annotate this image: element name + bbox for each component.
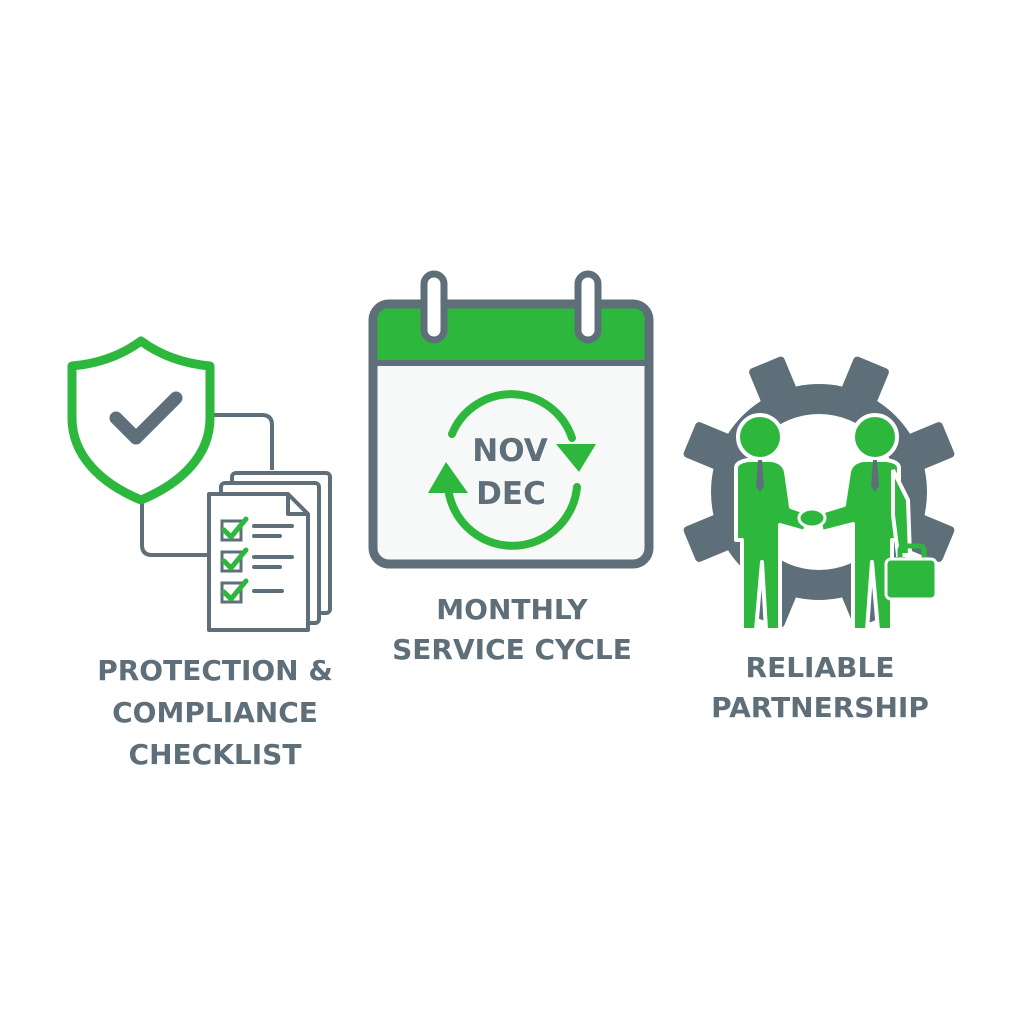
check-2 — [221, 547, 249, 571]
protection-label-line-1: PROTECTION & — [97, 654, 333, 687]
calendar-ring-left — [420, 270, 448, 344]
service-cycle-label-line-1: MONTHLY — [436, 593, 588, 626]
person-right-head — [851, 413, 899, 461]
protection-compliance-svg — [67, 336, 332, 632]
partnership-label: RELIABLE PARTNERSHIP — [660, 648, 980, 728]
connector-lines — [140, 413, 274, 557]
refresh-cycle-icon — [428, 390, 596, 550]
shield-check-icon — [67, 336, 215, 505]
person-left-body — [734, 458, 810, 632]
partnership-svg — [683, 356, 955, 632]
document-corner-fold — [286, 494, 308, 516]
calendar-month-top: NOV — [472, 433, 547, 469]
shield-outline — [67, 336, 215, 505]
calendar-icon — [368, 270, 654, 569]
cycle-arrow-top — [448, 390, 576, 442]
person-right-arm — [891, 469, 913, 557]
handshake-hands — [797, 507, 827, 529]
service-cycle-label: MONTHLY SERVICE CYCLE — [352, 590, 672, 670]
check-3 — [221, 578, 249, 602]
briefcase-handle — [897, 543, 927, 560]
handshake-people-icon — [734, 413, 913, 632]
protection-label-line-3: CHECKLIST — [128, 738, 302, 771]
shield-checkmark — [109, 391, 183, 445]
calendar-body — [368, 299, 654, 569]
cycle-arrowhead-bottom — [428, 462, 468, 493]
cycle-arrowhead-top — [556, 444, 596, 472]
service-cycle-svg: NOV DEC — [368, 270, 654, 569]
checklist-documents-icon — [207, 471, 332, 632]
person-right — [816, 413, 913, 632]
service-cycle-label-line-2: SERVICE CYCLE — [392, 633, 632, 666]
partnership-graphic — [683, 356, 955, 632]
connector-line-right — [205, 413, 274, 470]
person-right-tie — [871, 460, 879, 492]
service-cycle-graphic: NOV DEC — [0, 0, 700, 600]
protection-compliance-graphic — [0, 0, 400, 660]
briefcase-icon — [884, 543, 938, 601]
person-left-tie — [756, 460, 764, 492]
person-right-body — [816, 458, 901, 632]
person-left-head — [736, 413, 784, 461]
cycle-arrow-bottom — [443, 471, 581, 550]
person-left — [734, 413, 810, 632]
connector-line-left — [140, 500, 210, 557]
calendar-ring-right — [574, 270, 602, 344]
partnership-label-line-1: RELIABLE — [745, 651, 895, 684]
briefcase-body — [884, 557, 938, 601]
protection-compliance-label: PROTECTION & COMPLIANCE CHECKLIST — [60, 650, 370, 776]
partnership-label-line-2: PARTNERSHIP — [711, 691, 929, 724]
check-1 — [221, 516, 249, 540]
protection-label-line-2: COMPLIANCE — [112, 696, 318, 729]
calendar-month-bottom: DEC — [476, 476, 546, 512]
